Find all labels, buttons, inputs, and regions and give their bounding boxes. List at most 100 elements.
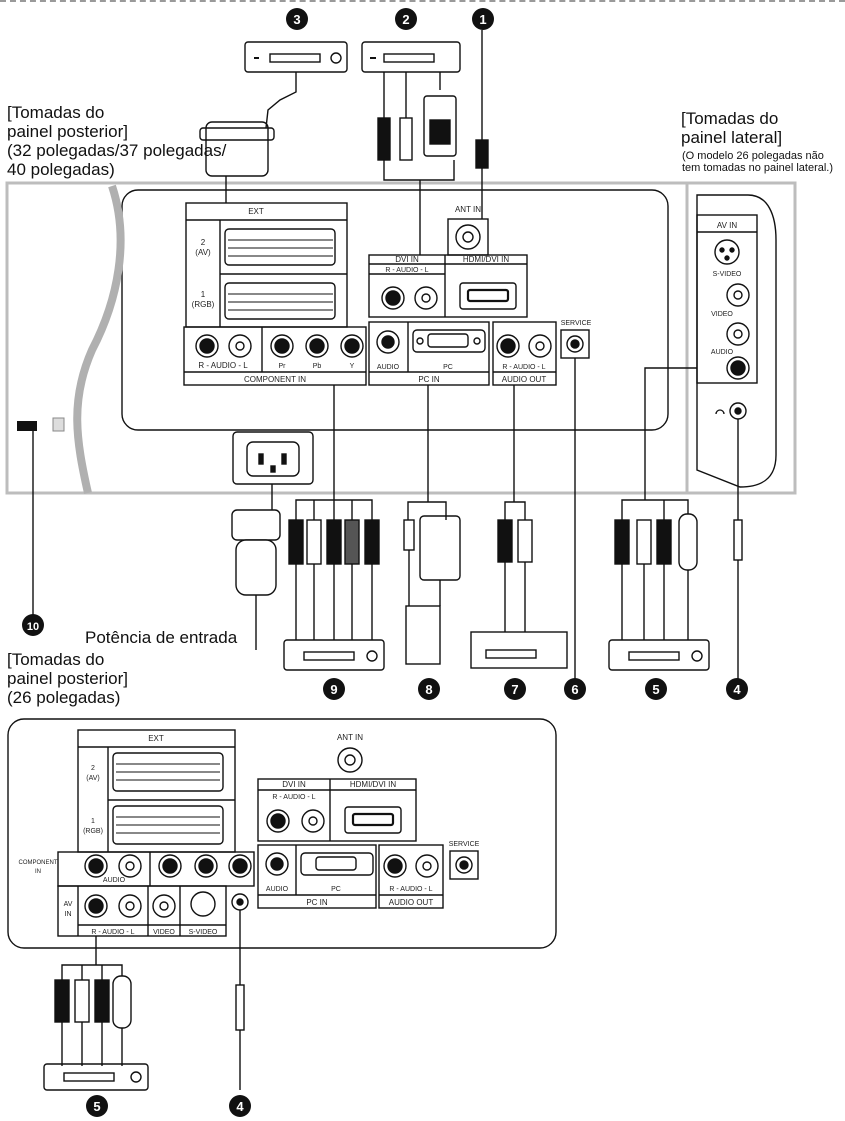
svg-text:R - AUDIO - L: R - AUDIO - L (389, 886, 432, 893)
power-input-label: Potência de entrada (85, 628, 238, 647)
svg-text:R - AUDIO - L: R - AUDIO - L (91, 929, 134, 936)
label-ant-in: ANT IN (455, 205, 481, 214)
svg-text:Y: Y (350, 363, 355, 370)
svg-text:5: 5 (652, 682, 659, 697)
svg-text:PC: PC (331, 886, 341, 893)
svg-text:6: 6 (571, 682, 578, 697)
svg-text:R - AUDIO - L: R - AUDIO - L (198, 361, 248, 370)
label-service: SERVICE (561, 320, 592, 327)
svg-text:S-VIDEO: S-VIDEO (713, 271, 742, 278)
svg-text:4: 4 (236, 1099, 244, 1114)
svg-text:DVI IN: DVI IN (395, 255, 419, 264)
svg-text:VIDEO: VIDEO (153, 929, 175, 936)
svg-text:SERVICE: SERVICE (449, 841, 480, 848)
svg-text:(AV): (AV) (195, 248, 211, 257)
svg-text:EXT: EXT (148, 734, 164, 743)
svg-text:R - AUDIO - L: R - AUDIO - L (272, 794, 315, 801)
callout-2 (395, 8, 417, 30)
svg-text:1: 1 (479, 12, 486, 27)
rear-panel-26-body (7, 718, 557, 949)
label-component-in: COMPONENT IN (244, 375, 306, 384)
callout-4-upper (726, 678, 748, 700)
component-jacks (195, 334, 364, 358)
callout-8 (418, 678, 440, 700)
svg-text:DVI IN: DVI IN (282, 780, 306, 789)
component-plugs (288, 519, 380, 565)
rear-panel-32-40-body (121, 189, 669, 431)
rear-panel-32-40-heading: [Tomadas do painel posterior] (32 polega… (7, 103, 227, 180)
svg-text:10: 10 (27, 621, 39, 633)
component-in-block (183, 326, 367, 386)
upper-panel-labels: EXT 2 (AV) 1 (RGB) R - AUDIO - L Pr Pb Y… (192, 205, 592, 384)
svg-text:9: 9 (330, 682, 337, 697)
dvi-hdmi-block-26 (257, 778, 417, 842)
svg-text:2: 2 (91, 765, 95, 772)
svg-text:HDMI/DVI IN: HDMI/DVI IN (350, 780, 396, 789)
svg-text:AUDIO OUT: AUDIO OUT (389, 898, 434, 907)
hdmi-port (459, 282, 517, 310)
svg-text:2: 2 (201, 238, 206, 247)
callout-5-upper (645, 678, 667, 700)
svg-text:AV IN: AV IN (717, 221, 738, 230)
svg-text:AUDIO: AUDIO (711, 349, 734, 356)
callout-7 (504, 678, 526, 700)
side-panel-frame (685, 181, 797, 495)
svg-text:PC: PC (443, 364, 453, 371)
device-8 (405, 605, 441, 665)
svg-text:(RGB): (RGB) (83, 828, 103, 835)
device-9 (283, 639, 385, 671)
svg-text:(AV): (AV) (86, 775, 99, 782)
svg-text:S-VIDEO: S-VIDEO (189, 929, 218, 936)
svg-text:IN: IN (65, 911, 72, 918)
svg-text:(RGB): (RGB) (192, 300, 215, 309)
vga-port (412, 329, 486, 353)
av-in-side-block (696, 214, 758, 384)
side-panel-heading: [Tomadas do painel lateral] (681, 109, 783, 148)
svg-text:2: 2 (402, 12, 409, 27)
device-5 (608, 639, 710, 671)
svg-text:7: 7 (511, 682, 518, 697)
pc-in-block (368, 321, 490, 386)
dvi-hdmi-block (368, 254, 528, 318)
rear-panel-32-40-frame (5, 181, 797, 495)
callout-4-lower (229, 1095, 251, 1117)
callout-1 (472, 8, 494, 30)
svg-text:VIDEO: VIDEO (711, 311, 733, 318)
svg-text:AV: AV (64, 901, 73, 908)
scart-plug-top (205, 121, 269, 177)
svg-text:Pb: Pb (313, 363, 322, 370)
svg-text:AUDIO: AUDIO (266, 886, 289, 893)
svg-text:AUDIO: AUDIO (377, 364, 400, 371)
device-5-lower (43, 1063, 149, 1091)
label-audio-out: AUDIO OUT (502, 375, 547, 384)
svg-text:1: 1 (91, 818, 95, 825)
scart-2-av (224, 228, 336, 266)
scart-1-rgb (224, 282, 336, 320)
label-ext: EXT (248, 207, 264, 216)
label-pc-in: PC IN (418, 375, 440, 384)
audio-out-block (492, 321, 557, 386)
svg-text:5: 5 (93, 1099, 100, 1114)
svg-text:ANT IN: ANT IN (337, 733, 363, 742)
lock-slot (17, 421, 37, 431)
callout-6 (564, 678, 586, 700)
side-panel-note: (O modelo 26 polegadas não tem tomadas n… (682, 150, 834, 175)
svg-text:R - AUDIO - L: R - AUDIO - L (502, 364, 545, 371)
svg-text:AUDIO: AUDIO (103, 877, 126, 884)
svg-text:3: 3 (293, 12, 300, 27)
callout-9 (323, 678, 345, 700)
svg-text:8: 8 (425, 682, 432, 697)
svg-text:COMPONENT: COMPONENT (19, 860, 58, 866)
callout-3 (286, 8, 308, 30)
power-socket (232, 431, 314, 485)
svg-text:Pr: Pr (279, 363, 287, 370)
lower-panel-labels: EXT 2 (AV) 1 (RGB) ANT IN DVI IN HDMI/DV… (19, 733, 480, 936)
svg-text:PC IN: PC IN (306, 898, 328, 907)
top-dashed-border (0, 0, 845, 2)
callout-numbers: 1 2 3 4 5 6 7 8 9 10 5 4 (22, 8, 748, 1117)
callout-10 (22, 614, 44, 636)
svg-text:1: 1 (201, 290, 206, 299)
svg-text:IN: IN (35, 869, 41, 875)
device-7 (470, 631, 568, 669)
